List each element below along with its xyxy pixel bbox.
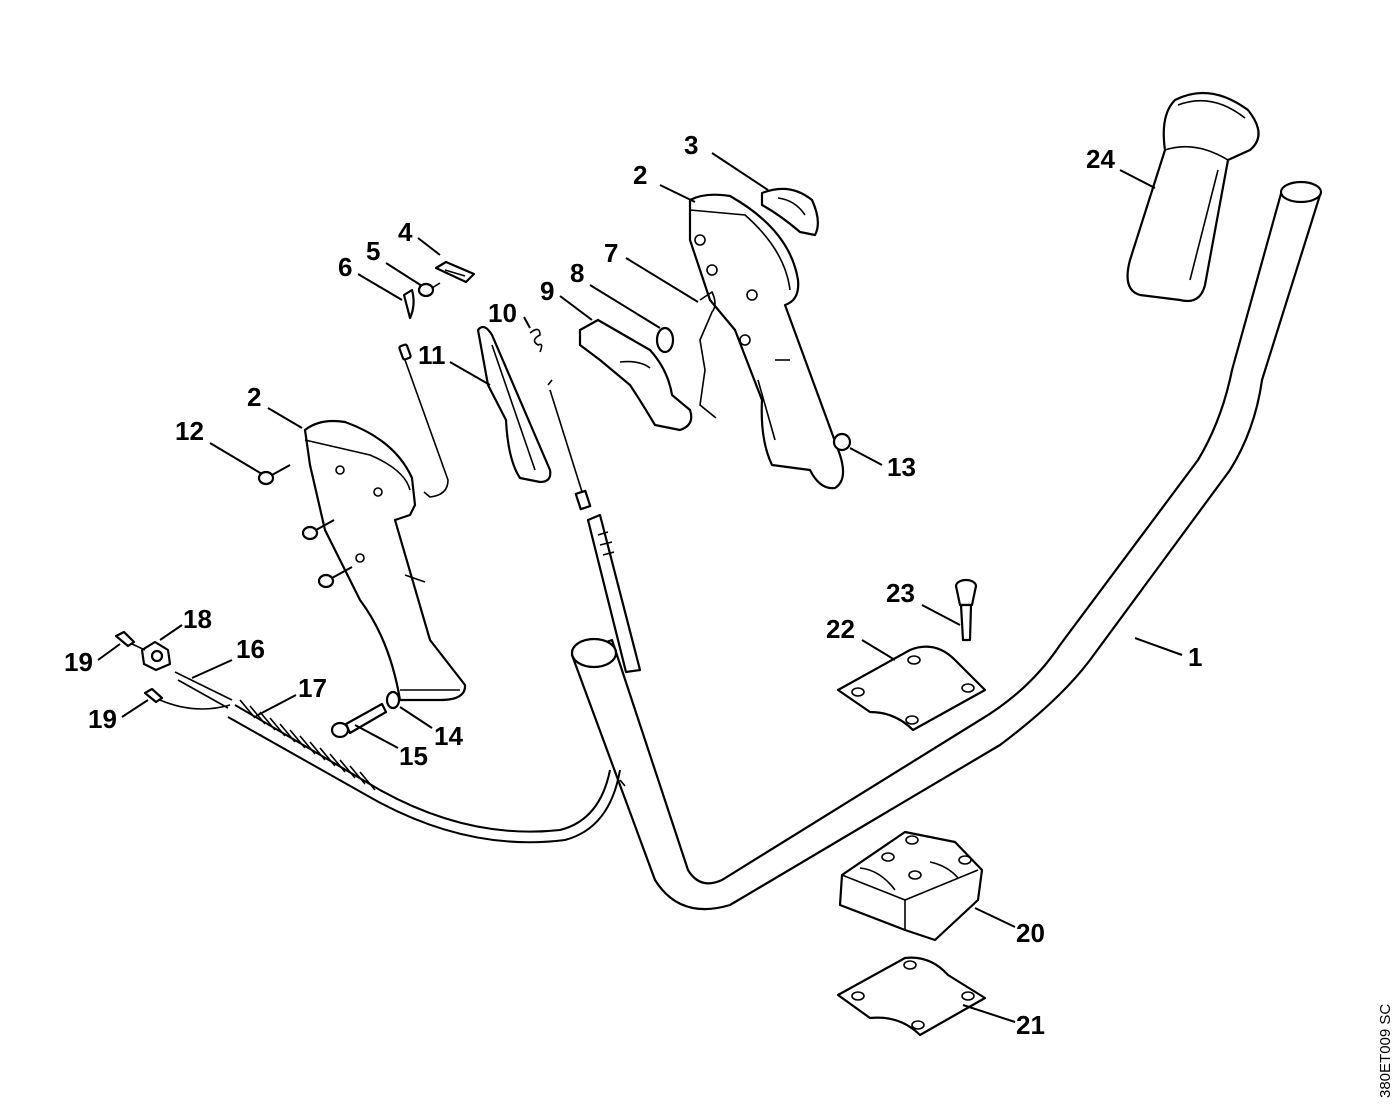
- callout-17: 17: [298, 673, 327, 703]
- callout-9: 9: [540, 276, 554, 306]
- screw-mid-2: [317, 566, 353, 589]
- callout-labels: 1 2 2 3 4 5 6 7 8 9 10 11 12 13 14 15 16…: [64, 130, 1202, 1040]
- callout-1: 1: [1188, 642, 1202, 672]
- label-plate: [434, 260, 476, 284]
- callout-2-upper: 2: [633, 160, 647, 190]
- callout-4: 4: [398, 217, 413, 247]
- button-part: [760, 187, 819, 237]
- cable-sheath: [227, 699, 621, 844]
- screw-12: [257, 464, 291, 486]
- clamp-block: [838, 830, 984, 942]
- grip: [1126, 91, 1260, 303]
- document-id: 380ET009 SC: [1377, 1004, 1394, 1098]
- leader-lines: [97, 152, 1183, 1023]
- callout-8: 8: [570, 258, 584, 288]
- spring-rod: [398, 288, 449, 498]
- wire-terminal-upper: [114, 630, 146, 651]
- clamp-strap-lower: [836, 956, 987, 1037]
- callout-15: 15: [399, 741, 428, 771]
- cable-end: [174, 671, 233, 709]
- callout-13: 13: [887, 452, 916, 482]
- callout-16: 16: [236, 634, 265, 664]
- callout-7: 7: [604, 238, 618, 268]
- callout-22: 22: [826, 614, 855, 644]
- torsion-spring: [699, 290, 717, 419]
- washer: [385, 690, 401, 710]
- callout-11: 11: [418, 340, 446, 370]
- callout-19-upper: 19: [64, 647, 93, 677]
- small-spring: [529, 328, 543, 353]
- clamp-strap-upper: [836, 645, 987, 732]
- callout-10: 10: [488, 298, 517, 328]
- cable-nut: [140, 640, 172, 672]
- throttle-cable-inner: [547, 379, 642, 674]
- small-screw: [417, 282, 441, 298]
- callout-3: 3: [684, 130, 698, 160]
- callout-18: 18: [183, 604, 212, 634]
- nut: [832, 432, 852, 452]
- spring-ring: [655, 326, 675, 354]
- handle-half-right: [688, 193, 845, 490]
- callout-21: 21: [1016, 1010, 1045, 1040]
- screw-mid-1: [301, 519, 335, 541]
- lever: [476, 325, 552, 484]
- callout-23: 23: [886, 578, 915, 608]
- callout-2-lower: 2: [247, 382, 261, 412]
- clamp-bolt: [954, 578, 978, 642]
- callout-5: 5: [366, 236, 380, 266]
- callout-6: 6: [338, 252, 352, 282]
- callout-24: 24: [1086, 144, 1115, 174]
- wire-terminal-lower: [143, 687, 231, 710]
- callout-20: 20: [1016, 918, 1045, 948]
- callout-14: 14: [434, 721, 463, 751]
- handle-half-left: [303, 419, 467, 702]
- long-screw: [330, 702, 388, 739]
- callout-12: 12: [175, 416, 204, 446]
- throttle-trigger: [578, 318, 693, 432]
- callout-19-lower: 19: [88, 704, 117, 734]
- handlebar-tube: [570, 180, 1323, 911]
